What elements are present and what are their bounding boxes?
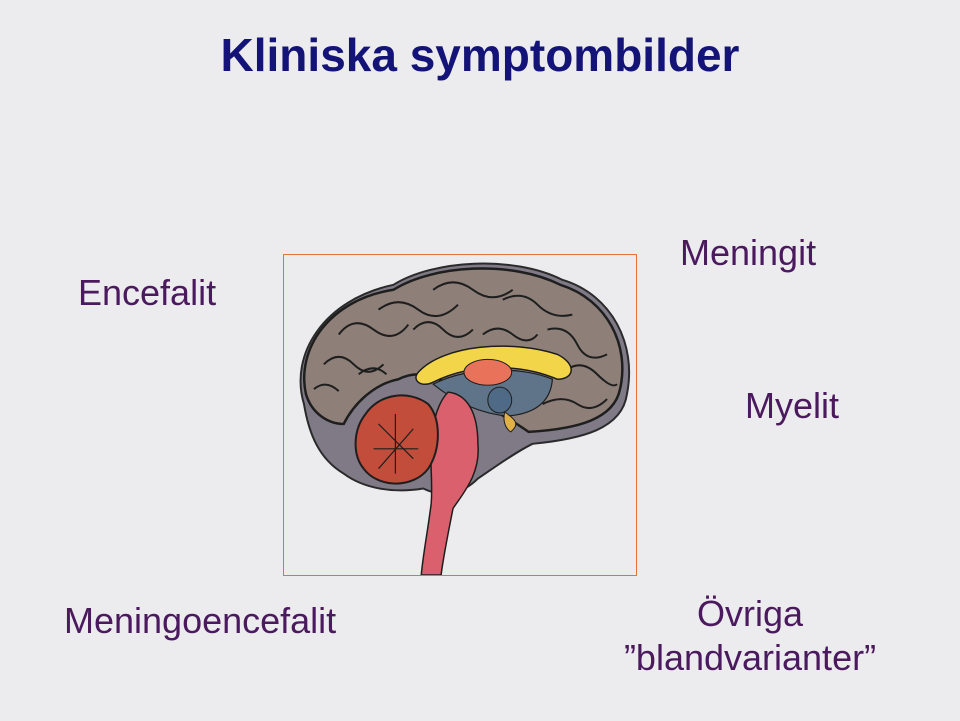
label-ovriga-line2: ”blandvarianter” xyxy=(623,637,877,678)
slide-title: Kliniska symptombilder xyxy=(220,29,740,81)
brain-sagittal-icon xyxy=(299,262,631,575)
ventricle xyxy=(487,386,513,414)
label-myelit: Myelit xyxy=(745,385,840,426)
label-meningoencefalit: Meningoencefalit xyxy=(64,600,337,641)
cerebellum xyxy=(354,394,439,485)
cerebellum-folds xyxy=(373,414,419,474)
brain-illustration-frame xyxy=(283,254,637,576)
label-encefalit: Encefalit xyxy=(78,272,217,313)
thalamus xyxy=(463,358,513,386)
label-ovriga-line1: Övriga xyxy=(696,593,804,634)
label-ovriga: Övriga ”blandvarianter” xyxy=(590,592,910,680)
pituitary xyxy=(503,411,517,433)
label-meningit: Meningit xyxy=(680,232,817,273)
cortex-folds xyxy=(313,281,618,410)
